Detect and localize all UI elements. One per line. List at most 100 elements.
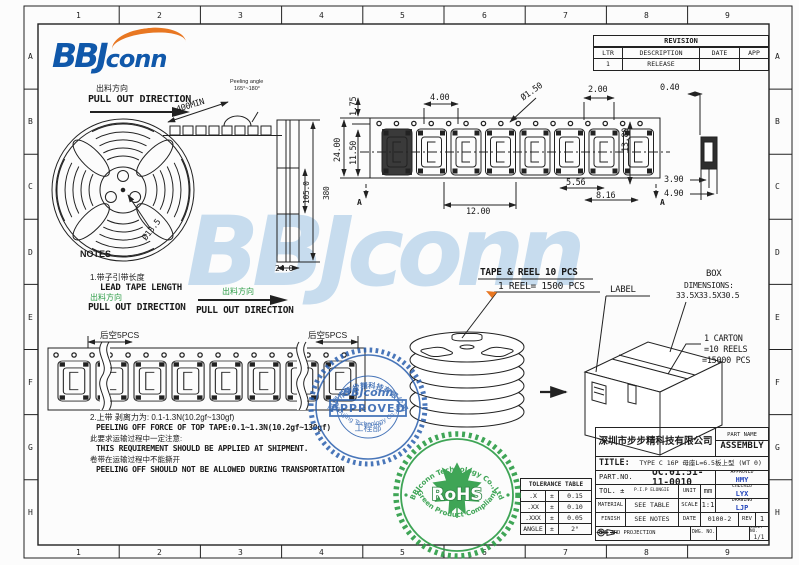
sheet-frame (23, 5, 793, 559)
carton-line2: =10 REELS (704, 345, 748, 355)
projection-cell: THE 3RD PROJECTION (595, 526, 691, 541)
dwg-no-cell: DWG. NO. (690, 526, 717, 541)
dim-0-40: 0.40 (660, 83, 680, 93)
logo-conn: conn (105, 45, 168, 73)
zone-col: 7 (563, 548, 568, 557)
projection-label: THE 3RD PROJECTION (598, 529, 656, 536)
scale-value: 1:1 (700, 498, 716, 513)
dwg-no-label: DWG. NO. (691, 530, 716, 536)
note2-line2: PEELING OFF FORCE OF TOP TAPE:0.1~1.3N(1… (96, 423, 331, 432)
reel-front-view (51, 118, 195, 262)
revision-title: REVISION (593, 35, 769, 47)
drawing-cell: DRAWING LJP (715, 498, 769, 513)
empty-pockets-left: 后空5PCS (100, 330, 140, 340)
sheet-label: SHEET NO. (750, 526, 763, 534)
zone-row: A (775, 52, 780, 61)
title-cell: TITLE: TYPE C 16P 母座L=6.5板上型 (WT 0) (595, 456, 769, 471)
zone-row: D (775, 248, 780, 257)
dim-4-00: 4.00 (430, 93, 450, 103)
title-label: TITLE: (599, 458, 630, 469)
zone-col: 3 (238, 11, 243, 20)
bbjconn-watermark: BBJconn (186, 196, 586, 308)
notes-label: NOTES (80, 249, 112, 259)
rev-ltr: 1 (593, 58, 623, 71)
zone-row: B (28, 117, 33, 126)
part-no-label: PART.NO. (599, 473, 633, 481)
peeling-angle-label: Peeling angle (230, 79, 264, 85)
rohs-stamp: BBJconn Technology Co.,Ltd Green Product… (393, 431, 521, 559)
carton-line1: 1 CARTON (704, 334, 743, 344)
part-no-cell: PART.NO. UC.01.51-11-0010 (595, 470, 716, 485)
tol-r4c3: 2° (558, 523, 592, 535)
zone-row: C (28, 182, 33, 191)
dim-3-90: 3.90 (664, 175, 684, 185)
dwg-no-value (716, 526, 750, 541)
note2-line4: THIS REQUIREMENT SHOULD BE APPLIED AT SH… (96, 444, 309, 453)
note2-line3: 此要求运输过程中一定注意: (90, 434, 183, 443)
approved-stamp: 深圳市步步精科技有限公司 Bebujing Technology Co.,Ltd… (308, 347, 428, 467)
zone-row: E (28, 313, 33, 322)
section-a-left: A (357, 198, 362, 207)
note1-cn: 1.带子引带长度 (90, 273, 145, 282)
bbjconn-logo: BBJconn (52, 36, 168, 75)
dim-13-80: 13.80 (621, 127, 631, 152)
zone-col: 2 (157, 548, 162, 557)
reel-side-view (276, 119, 320, 271)
zone-row: G (28, 443, 33, 452)
material-value: SEE TABLE (625, 498, 679, 513)
approved-value: HMY (735, 475, 749, 484)
zone-row: D (28, 248, 33, 257)
part-name-label: PART NAME (716, 433, 768, 441)
dim-2-00: 2.00 (588, 85, 608, 95)
rev-label: REV (738, 512, 756, 527)
reel-qty-label: 1 REEL= 1500 PCS (498, 281, 585, 292)
box-label-callout: LABEL (610, 285, 636, 295)
finish-value: SEE NOTES (625, 512, 679, 527)
rohs-stamp-text: RoHS (431, 485, 482, 505)
approved-stamp-text: APPROVED (330, 402, 405, 415)
approved-cell: APPROVED HMY (715, 470, 769, 485)
drawing-value: LJP (735, 503, 749, 512)
part-no-value: UC.01.51-11-0010 (651, 470, 704, 485)
drawing-label: DRAWING (731, 498, 753, 504)
pull-out-cn: 出料方向 (96, 84, 128, 93)
tol-r4c2: ± (545, 523, 559, 535)
tol-note: P.I.P ELONGIE (633, 488, 670, 494)
checked-value: LYX (735, 489, 749, 498)
pull-out2-en: PULL OUT DIRECTION (88, 302, 186, 313)
dim-5-56: 5.56 (566, 178, 586, 188)
peeling-angle-value: 165°~180° (234, 86, 260, 92)
box-dim-value: 33.5X33.5X30.5 (676, 291, 740, 300)
carton-box (583, 295, 724, 456)
dim-1-75: 1.75 (349, 96, 359, 116)
carrier-tape-bottom (47, 336, 366, 411)
box-callout: BOX (706, 269, 722, 279)
pull-out-arrows (90, 107, 288, 305)
unit-label: UNIT (678, 484, 701, 499)
tol-cell: TOL. ± P.I.P ELONGIE (595, 484, 679, 499)
zone-col: 9 (725, 548, 730, 557)
maple-leaf-icon (432, 462, 482, 518)
date-value: 0100-2 (700, 512, 739, 527)
zone-row: E (775, 313, 780, 322)
dim-12-00: 12.00 (466, 207, 491, 217)
sheet-cell: SHEET NO. 1/1 (749, 526, 769, 541)
zone-col: 5 (400, 548, 405, 557)
zone-col: 8 (644, 548, 649, 557)
reel-side-dim-105: 105.0 (302, 181, 311, 204)
zone-col: 4 (319, 11, 324, 20)
dim-8-16: 8.16 (596, 191, 616, 201)
zone-col: 9 (725, 11, 730, 20)
rev-desc: RELEASE (622, 58, 700, 71)
reel-side-dim-24: 24.0 (275, 264, 294, 273)
logo-bbj: BBJ (52, 36, 109, 75)
approved-stamp-logo: BBJconn (343, 386, 394, 399)
title-block: 深圳市步步精科技有限公司 PART NAME ASSEMBLY TITLE: T… (595, 427, 769, 541)
zone-col: 1 (76, 548, 81, 557)
approved-label: APPROVED (730, 470, 754, 476)
pull-out3-en: PULL OUT DIRECTION (196, 305, 294, 316)
pull-out-en: PULL OUT DIRECTION (88, 94, 191, 105)
finish-label: FINISH (595, 512, 626, 527)
